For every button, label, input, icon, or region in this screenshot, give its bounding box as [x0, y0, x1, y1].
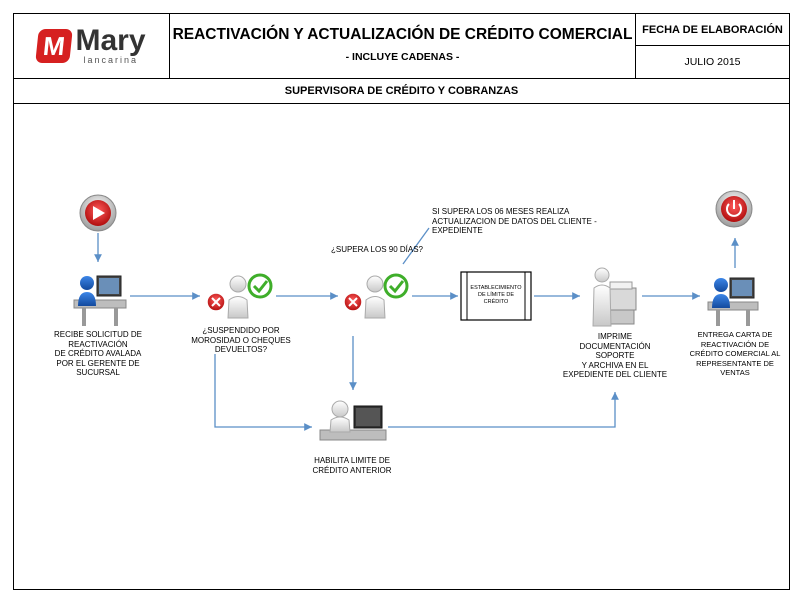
connectors: [94, 227, 739, 431]
company-logo: M Mary lancarina: [35, 24, 146, 65]
date-value: JULIO 2015: [684, 56, 741, 68]
process-label: ESTABLECIMIENTO DE LÍMITE DE CRÉDITO: [470, 285, 522, 305]
print-step-label: IMPRIME DOCUMENTACIÓN SOPORTE Y ARCHIVA …: [562, 332, 668, 379]
deliver-step-label: ENTREGA CARTA DE REACTIVACIÓN DE CRÉDITO…: [689, 330, 781, 377]
printer-person-icon: [592, 267, 637, 327]
section-header: SUPERVISORA DE CRÉDITO Y COBRANZAS: [13, 78, 790, 104]
habilita-step-label: HABILITA LIMITE DE CRÉDITO ANTERIOR: [312, 456, 392, 475]
person-desk-icon: [73, 275, 127, 326]
process-box: [460, 271, 532, 321]
decision2-label: ¿SUPERA LOS 90 DÍAS?: [330, 245, 424, 254]
decision1-icon: [206, 273, 273, 319]
logo-word: Mary: [75, 24, 146, 57]
note-pointer: [402, 227, 430, 265]
computer-person-icon: [319, 400, 387, 441]
section-title: SUPERVISORA DE CRÉDITO Y COBRANZAS: [284, 85, 519, 97]
arrow-decision1-to-habilita: [214, 354, 312, 431]
arrow-habilita-to-print: [388, 392, 619, 428]
date-label: FECHA DE ELABORACIÓN: [642, 23, 783, 36]
start-icon: [79, 194, 117, 232]
decision1-label: ¿SUSPENDIDO POR MOROSIDAD O CHEQUES DEVU…: [191, 326, 291, 354]
end-icon: [715, 190, 753, 228]
note-label: SI SUPERA LOS 06 MESES REALIZA ACTUALIZA…: [432, 207, 597, 235]
page-title: REACTIVACIÓN Y ACTUALIZACIÓN DE CRÉDITO …: [172, 26, 633, 43]
date-value-cell: JULIO 2015: [635, 45, 790, 79]
deliver-person-icon: [707, 277, 759, 326]
date-label-cell: FECHA DE ELABORACIÓN: [635, 13, 790, 46]
logo-sub: lancarina: [83, 55, 138, 65]
page-subtitle: - INCLUYE CADENAS -: [345, 51, 460, 63]
step1-label: RECIBE SOLICITUD DE REACTIVACIÓN DE CRÉD…: [53, 330, 142, 377]
decision2-icon: [343, 273, 409, 319]
